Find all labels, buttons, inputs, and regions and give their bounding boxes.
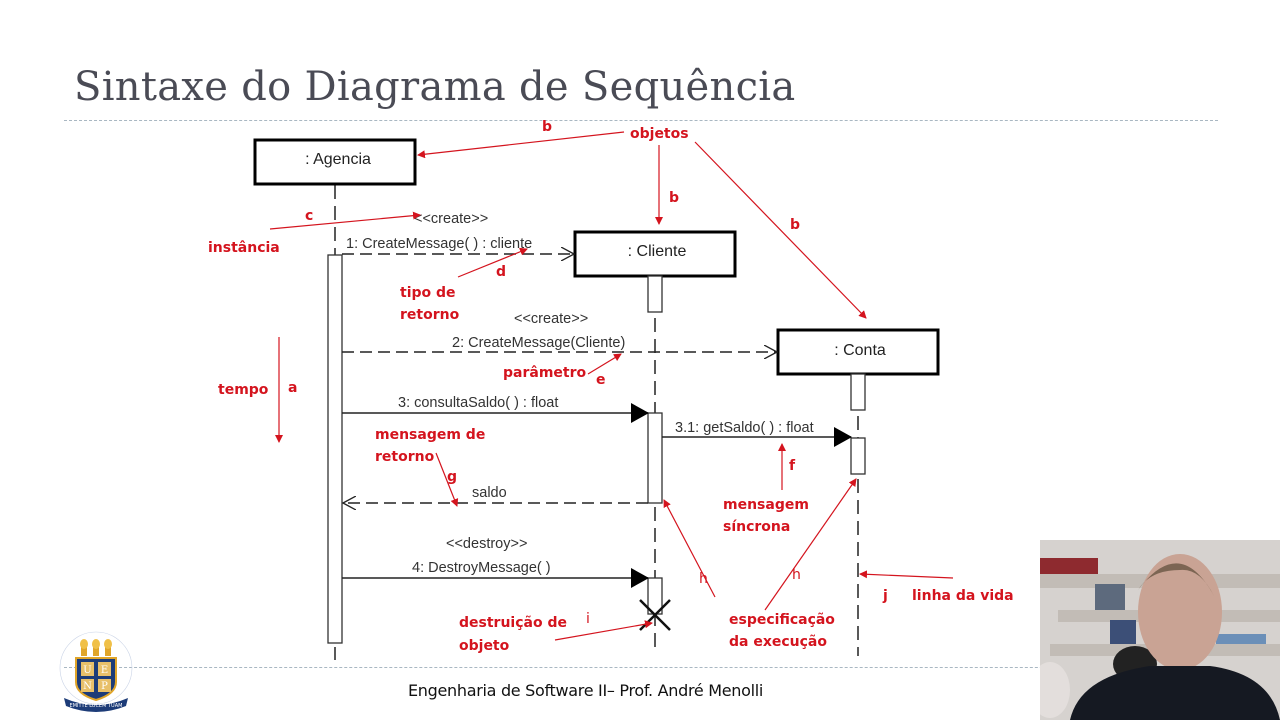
annotation-mensagem: mensagem: [723, 497, 809, 513]
arrow-j: [859, 570, 954, 579]
arrow-i: [554, 620, 653, 641]
letter-b-3: b: [790, 217, 800, 233]
message-2-label: 2: CreateMessage(Cliente): [452, 335, 625, 351]
object-conta: : Conta: [776, 328, 940, 376]
message-1-label: 1: CreateMessage( ) : cliente: [346, 236, 532, 252]
message-3-sync: 3: consultaSaldo( ) : float: [342, 395, 649, 423]
arrow-c: [269, 211, 421, 230]
letter-b-1: b: [542, 119, 552, 135]
letter-e: e: [596, 372, 606, 388]
letter-g: g: [447, 469, 457, 485]
torch-icons: [80, 639, 112, 656]
annotation-instancia: instância: [208, 240, 280, 256]
letter-a: a: [288, 380, 297, 396]
object-agencia: : Agencia: [253, 138, 417, 186]
motto-ribbon: [64, 698, 128, 712]
annotation-retorno-2: retorno: [375, 449, 435, 465]
message-return-label: saldo: [472, 485, 507, 501]
annotation-tipo-de: tipo de: [400, 285, 456, 301]
arrow-e: [587, 353, 622, 375]
message-4-stereotype: <<destroy>>: [446, 536, 527, 552]
webcam-feed: [1040, 540, 1280, 720]
annotation-mensagem-de: mensagem de: [375, 427, 485, 443]
message-2-stereotype: <<create>>: [514, 311, 588, 327]
slide-title: Sintaxe do Diagrama de Sequência: [74, 64, 796, 110]
annotation-especificacao: especificação: [729, 612, 835, 628]
activation-agencia: [327, 254, 343, 644]
annotation-destruicao-de: destruição de: [459, 615, 567, 631]
footer-divider: [64, 667, 1218, 668]
activation-conta-2: [850, 437, 866, 475]
message-2-create: <<create>> 2: CreateMessage(Cliente): [342, 311, 777, 352]
annotation-retorno: retorno: [400, 307, 460, 323]
letter-h-2: h: [792, 567, 801, 583]
message-1-stereotype: <<create>>: [414, 211, 488, 227]
arrow-h-cliente: [663, 499, 716, 598]
title-divider: [64, 120, 1218, 121]
message-3-label: 3: consultaSaldo( ) : float: [398, 395, 558, 411]
university-logo: U E N P EMITTE LUCEM TUAM: [59, 631, 133, 712]
arrow-d: [457, 247, 528, 278]
annotation-linha-da-vida: linha da vida: [912, 588, 1014, 604]
letter-c: c: [305, 208, 313, 224]
object-agencia-label: : Agencia: [305, 151, 371, 168]
logo-motto: EMITTE LUCEM TUAM: [70, 703, 123, 709]
annotation-arrows: [269, 131, 954, 641]
activation-conta-1: [850, 373, 866, 411]
message-3-1-sync: 3.1: getSaldo( ) : float: [662, 420, 852, 447]
message-return-saldo: saldo: [343, 485, 648, 503]
logo-letter-e: E: [101, 665, 108, 676]
object-conta-label: : Conta: [834, 342, 886, 359]
letter-j: j: [882, 588, 888, 604]
annotation-objetos: objetos: [630, 126, 689, 142]
arrow-h-conta: [764, 478, 857, 611]
logo-letter-p: P: [101, 681, 108, 692]
annotation-parametro: parâmetro: [503, 365, 587, 381]
activation-cliente-1: [647, 275, 663, 313]
presenter-webcam: [1040, 540, 1280, 720]
message-3-1-label: 3.1: getSaldo( ) : float: [675, 420, 814, 436]
letter-i: i: [586, 611, 590, 627]
annotation-tempo: tempo: [218, 382, 269, 398]
letter-b-2: b: [669, 190, 679, 206]
letter-d: d: [496, 264, 506, 280]
annotation-sincrona: síncrona: [723, 519, 790, 535]
logo-letter-n: N: [83, 681, 92, 692]
message-4-destroy: <<destroy>> 4: DestroyMessage( ): [342, 536, 649, 588]
logo-letter-u: U: [83, 665, 91, 676]
arrow-g: [435, 452, 459, 507]
letter-h-1: h: [699, 571, 708, 587]
object-cliente: : Cliente: [573, 230, 737, 278]
message-4-label: 4: DestroyMessage( ): [412, 560, 551, 576]
arrow-b-agencia: [417, 131, 625, 159]
message-1-create: <<create>> 1: CreateMessage( ) : cliente: [342, 211, 574, 254]
arrow-b-conta: [694, 141, 867, 319]
annotation-da-execucao: da execução: [729, 634, 827, 650]
annotation-objeto: objeto: [459, 638, 510, 654]
object-cliente-label: : Cliente: [628, 243, 687, 260]
letter-f: f: [789, 458, 796, 474]
slide-footer: Engenharia de Software II– Prof. André M…: [408, 681, 764, 700]
activation-cliente-2: [647, 412, 663, 504]
